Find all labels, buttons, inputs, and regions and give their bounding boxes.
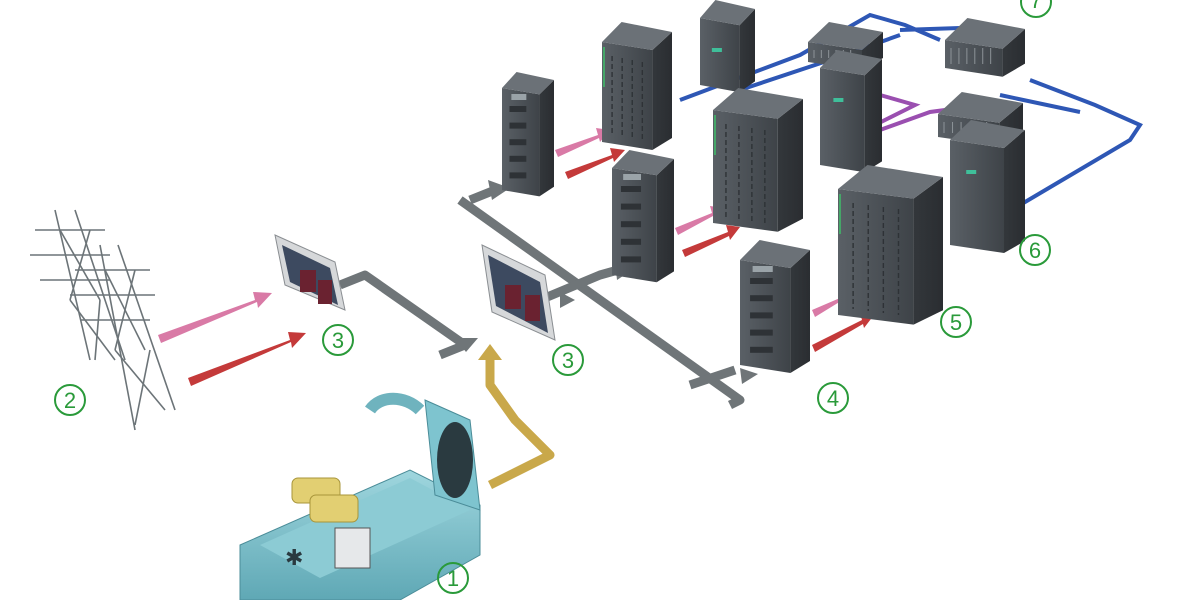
cabinet-arrows-b (675, 206, 740, 257)
server-cabinet-mid-side (656, 159, 674, 283)
input-arrows (158, 128, 874, 386)
distribution-cabinet-module (750, 278, 773, 284)
server-cabinet-left-side (539, 80, 554, 197)
server-cabinet-left-module (509, 172, 527, 179)
pylon-arrows (158, 292, 306, 386)
label-switchgear-center: 3 (552, 344, 584, 376)
rack-unit-right (950, 120, 1025, 253)
ups-cabinet (838, 165, 943, 325)
cooling-unit-rear (945, 18, 1025, 77)
label-switchgear-left: 3 (322, 324, 354, 356)
server-cabinet-mid-module (620, 221, 642, 228)
svg-text:3: 3 (332, 328, 344, 353)
ups-cabinet-front (838, 189, 914, 325)
distribution-cabinet-module (750, 295, 773, 302)
rack-unit-right-indicator (966, 170, 977, 174)
distribution-cabinet (740, 240, 810, 373)
server-cabinet-upper-left-front (602, 42, 653, 150)
server-cabinet-mid-display (623, 174, 642, 180)
server-cabinet-upper-mid-side (864, 59, 882, 173)
distribution-cabinet-display (752, 266, 773, 272)
server-cabinet-top-side (739, 9, 755, 93)
svg-text:6: 6 (1029, 238, 1041, 263)
cabinet-arrows-a (555, 128, 625, 179)
rack-unit-right-top (950, 120, 1025, 148)
server-cabinet-mid-module (620, 238, 642, 245)
server-cabinet-top-indicator (711, 48, 722, 52)
server-cabinet-left (502, 72, 554, 197)
label-distribution-cabinet: 4 (817, 382, 849, 414)
label-pylons: 2 (54, 384, 86, 416)
server-cabinet-mid-module (620, 186, 642, 192)
ups-cabinet-side (913, 177, 943, 325)
server-cabinet-mid-top (612, 150, 674, 176)
distribution-cabinet-module (750, 312, 773, 319)
server-cabinet-center-top (713, 88, 803, 119)
distribution-cabinet-module (750, 329, 773, 336)
server-cabinet-top (700, 0, 755, 93)
server-cabinet-left-module (509, 139, 527, 146)
svg-text:2: 2 (64, 388, 76, 413)
server-cabinet-upper-left-top (602, 22, 672, 50)
svg-text:4: 4 (827, 386, 839, 411)
diesel-generator: ✱ (239, 392, 481, 600)
server-cabinet-mid-module (620, 256, 642, 263)
cooling-unit-rear-side (1002, 29, 1025, 77)
server-cabinet-center (713, 88, 803, 232)
switchgear-left (274, 234, 346, 311)
cabinet-group (502, 0, 1025, 373)
svg-text:3: 3 (562, 348, 574, 373)
svg-text:5: 5 (950, 310, 962, 335)
rack-unit-right-side (1004, 130, 1025, 253)
server-cabinet-top-top (700, 0, 755, 26)
switchgear-center (481, 244, 556, 341)
label-ups-cabinet: 5 (940, 306, 972, 338)
server-cabinet-left-module (509, 106, 527, 112)
generator-feed-path (478, 344, 555, 490)
server-cabinet-upper-mid-indicator (833, 98, 844, 102)
pylon-front (70, 244, 176, 431)
pylon-back (30, 209, 126, 361)
ups-cabinet-top (838, 165, 943, 199)
rack-unit-right-front (950, 140, 1004, 253)
server-cabinet-upper-mid (820, 50, 882, 173)
server-cabinet-upper-mid-front (820, 68, 865, 173)
server-cabinet-upper-mid-top (820, 50, 882, 76)
distribution-cabinet-top (740, 240, 810, 268)
svg-text:1: 1 (447, 566, 459, 591)
server-cabinet-mid (612, 150, 674, 283)
server-cabinet-center-side (777, 99, 803, 232)
server-cabinet-left-display (511, 94, 527, 100)
distribution-cabinet-side (790, 250, 810, 373)
transmission-pylons (30, 209, 176, 431)
svg-text:7: 7 (1030, 0, 1042, 13)
server-cabinet-mid-module (620, 203, 642, 210)
label-generator: 1 (437, 562, 469, 594)
distribution-cabinet-module (750, 346, 773, 353)
generator-emblem-icon: ✱ (285, 545, 303, 570)
server-cabinet-left-module (509, 122, 527, 129)
cooling-unit-lower-top (938, 92, 1023, 123)
server-cabinet-upper-left-side (652, 32, 672, 150)
label-rack-unit: 6 (1019, 234, 1051, 266)
label-cooling-unit: 7 (1020, 0, 1052, 18)
server-cabinet-upper-left (602, 22, 672, 150)
cooling-unit-rear-top (945, 18, 1025, 49)
server-cabinet-center-front (713, 110, 778, 232)
cooling-unit-mid-top (808, 22, 883, 50)
component-labels: 1 2 3 3 4 5 6 7 (54, 0, 1052, 594)
server-cabinet-left-top (502, 72, 554, 95)
server-cabinet-left-module (509, 155, 527, 162)
server-cabinet-top-front (700, 18, 740, 93)
